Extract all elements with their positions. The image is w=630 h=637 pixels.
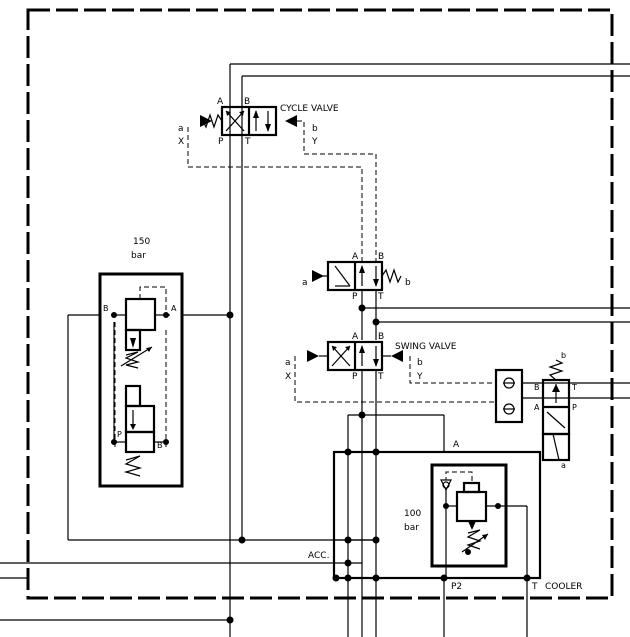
relief-150-value: 150: [133, 237, 150, 247]
cycle-valve-label: CYCLE VALVE: [280, 104, 339, 114]
swing-pilot-y: Y: [416, 372, 423, 382]
manifold-block: A 100 bar ACC. P2 T COOLER: [308, 440, 582, 637]
pilot-valve-port-p: P: [572, 403, 577, 412]
swing-pilot-a: a: [285, 358, 291, 368]
swing-port-t: T: [377, 372, 384, 382]
port-t-label: T: [244, 137, 251, 147]
relief150-port-p: P: [117, 430, 122, 439]
cycle-valve: A B P T CYCLE VALVE a X b Y: [178, 97, 377, 262]
pilot-y-label: Y: [311, 137, 318, 147]
swing-port-p: P: [352, 372, 358, 382]
directional-valve: a b A B P T: [302, 252, 411, 302]
pilot-x-label: X: [178, 137, 184, 147]
swing-pilot-b: b: [417, 358, 423, 368]
port-p-label: P: [218, 137, 224, 147]
shuttle-valve: [494, 368, 524, 424]
cooler-label: COOLER: [545, 582, 582, 592]
swing-valve: SWING VALVE A B P T a X b Y: [285, 332, 496, 403]
pilot-valve-port-t: T: [571, 383, 577, 392]
cooler-port-t: T: [531, 582, 538, 592]
port-b-label: B: [244, 97, 250, 107]
pilot-a-label: a: [178, 124, 184, 134]
main-lines: [0, 63, 630, 637]
enclosure-boundary: [26, 8, 614, 600]
manifold-port-a: A: [453, 440, 460, 450]
junction-dots: [111, 304, 531, 624]
dir-valve-pilot-b: b: [405, 278, 411, 288]
dir-valve-port-p: P: [352, 292, 358, 302]
relief-100-value: 100: [404, 509, 421, 519]
relief150-port-b2: B: [157, 441, 163, 450]
pilot-b-label: b: [312, 124, 318, 134]
relief-150-unit: bar: [131, 251, 146, 261]
swing-valve-label: SWING VALVE: [395, 342, 457, 352]
relief-100-unit: bar: [404, 523, 419, 533]
pilot-valve-a-label: a: [561, 461, 566, 470]
swing-port-b: B: [378, 332, 384, 342]
relief-block-150: 150 bar B A P B: [98, 237, 184, 488]
p2-label: P2: [451, 582, 462, 592]
swing-pilot-x: X: [285, 372, 291, 382]
relief150-port-a: A: [171, 304, 177, 313]
pilot-valve-b-label: b: [561, 351, 566, 360]
port-a-label: A: [217, 97, 224, 107]
dir-valve-pilot-a: a: [302, 278, 308, 288]
pilot-valve-port-b: B: [534, 383, 540, 392]
relief150-port-b: B: [103, 304, 109, 313]
acc-label: ACC.: [308, 551, 329, 561]
pilot-valve-port-a: A: [534, 403, 540, 412]
pilot-directional-valve: b a B A T P: [534, 351, 577, 470]
swing-port-a: A: [352, 332, 359, 342]
dir-valve-port-a: A: [352, 252, 359, 262]
dir-valve-port-t: T: [377, 292, 384, 302]
dir-valve-port-b: B: [378, 252, 384, 262]
